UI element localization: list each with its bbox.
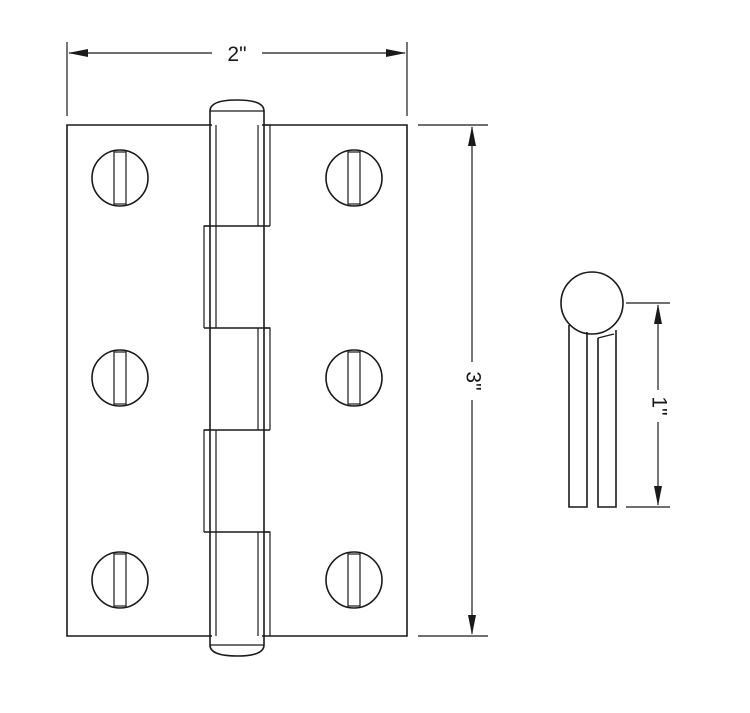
- screw-top-right: [325, 149, 383, 207]
- side-view: [560, 271, 624, 508]
- right-leaf: [262, 124, 408, 637]
- left-leaf: [66, 124, 212, 637]
- screw-bottom-right: [325, 551, 383, 609]
- screw-middle-right: [325, 349, 383, 407]
- hinge-barrel: [203, 99, 271, 657]
- height-label: 3": [461, 371, 484, 390]
- screw-top-left: [91, 149, 149, 207]
- screw-bottom-left: [91, 551, 149, 609]
- side-dimension: 1": [626, 302, 670, 508]
- screw-middle-left: [91, 349, 149, 407]
- width-dimension: 2": [66, 42, 408, 116]
- side-label: 1": [647, 396, 670, 415]
- height-dimension: 3": [418, 124, 488, 637]
- width-label: 2": [227, 43, 246, 66]
